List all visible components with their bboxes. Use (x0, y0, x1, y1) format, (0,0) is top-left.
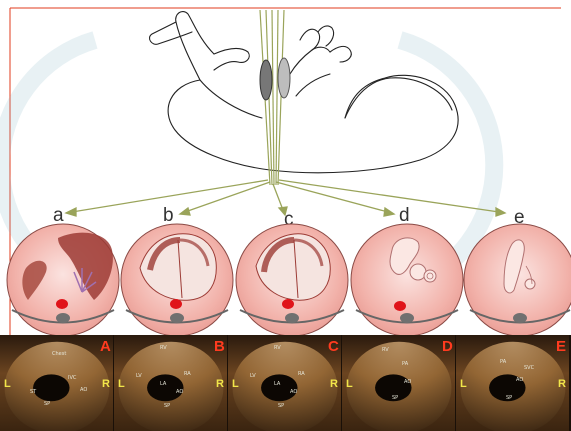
anatomy-label: ST (30, 389, 37, 395)
ultrasound-panel-d: D L RV PA AO SP (342, 335, 455, 431)
panel-letter: C (328, 338, 339, 355)
side-label-left: L (4, 378, 11, 390)
view-label-d: d (399, 205, 410, 226)
anatomy-label: PA (500, 359, 507, 365)
anatomy-label: RV (160, 345, 167, 351)
anatomy-label: AO (80, 387, 87, 393)
anatomy-label: RA (298, 371, 305, 377)
anatomy-label: RV (382, 347, 389, 353)
anatomy-label: SP (44, 401, 50, 407)
anatomy-label: LV (250, 373, 256, 379)
anatomy-label: SP (278, 403, 284, 409)
anatomy-label: AO (404, 379, 411, 385)
anatomy-label: SP (506, 395, 512, 401)
anatomy-label: LA (160, 381, 167, 387)
side-label-right: R (216, 378, 224, 390)
side-label-right: R (558, 378, 566, 390)
anatomy-label: Chest (52, 351, 66, 357)
side-label-left: L (460, 378, 467, 390)
anatomy-label: RA (184, 371, 191, 377)
anatomy-label: PA (402, 361, 409, 367)
anatomy-label: AO (516, 377, 523, 383)
panel-letter: E (556, 338, 566, 355)
ultrasound-panel-b: B L R RV LV RA LA AO SP (114, 335, 227, 431)
side-label-left: L (118, 378, 125, 390)
side-label-left: L (346, 378, 353, 390)
anatomy-label: RV (274, 345, 281, 351)
panel-letter: A (100, 338, 111, 355)
anatomy-label: SVC (524, 365, 535, 371)
side-label-right: R (330, 378, 338, 390)
section-ellipse-dark (260, 60, 272, 100)
view-circle-b (121, 224, 233, 336)
anatomy-label: SP (392, 395, 398, 401)
panel-letter: D (442, 338, 453, 355)
view-circle-e (464, 224, 571, 336)
anatomy-label: IVC (68, 375, 77, 381)
view-circle-d (351, 224, 463, 336)
anatomy-label: AO (176, 389, 183, 395)
view-circle-c (236, 224, 348, 336)
anatomy-label: LA (274, 381, 281, 387)
view-label-b: b (163, 205, 174, 226)
side-label-right: R (102, 378, 110, 390)
side-label-left: L (232, 378, 239, 390)
anatomy-label: LV (136, 373, 142, 379)
section-ellipse-light (278, 58, 290, 98)
panel-letter: B (214, 338, 225, 355)
anatomy-label: SP (164, 403, 170, 409)
ultrasound-panel-c: C L R RV LV RA LA AO SP (228, 335, 341, 431)
view-label-a: a (53, 205, 64, 226)
view-circle-a (7, 224, 119, 336)
anatomy-label: AO (290, 389, 297, 395)
